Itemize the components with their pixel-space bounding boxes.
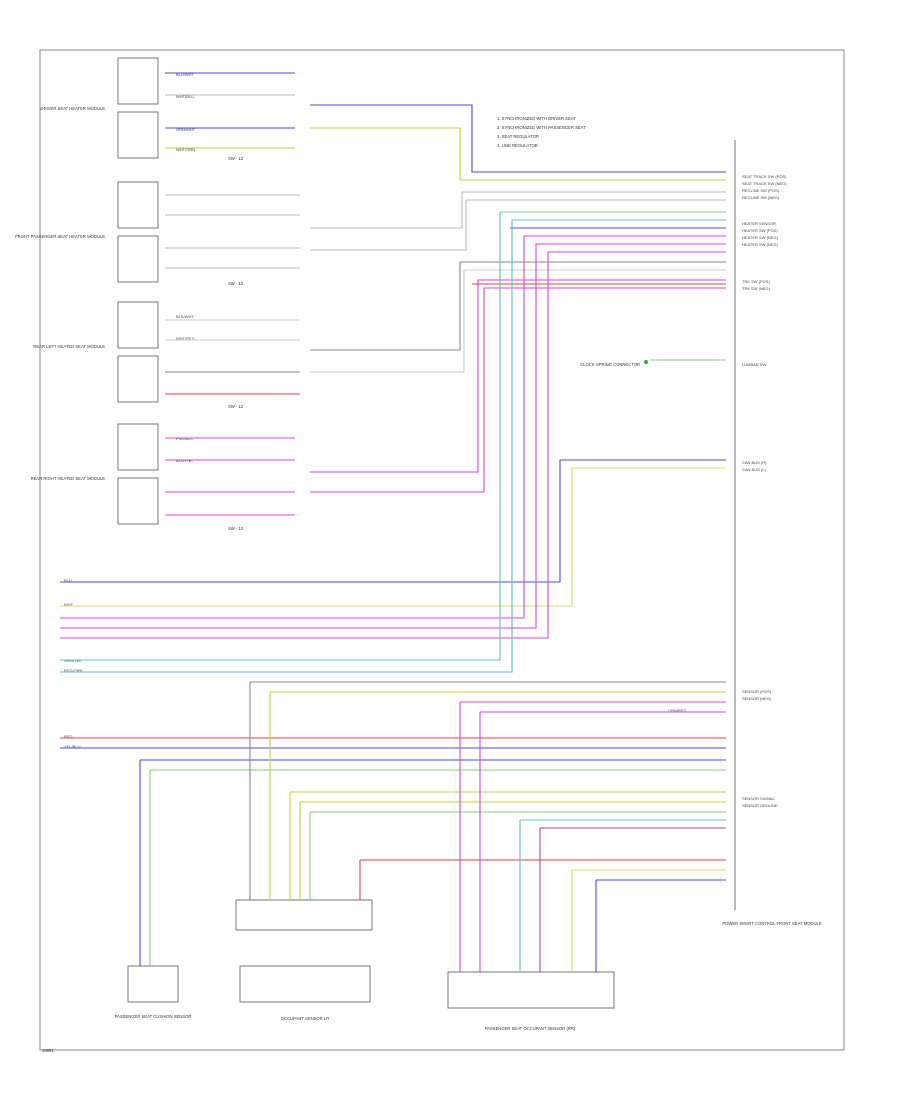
module-pin-label: HEATER SENSOR [742, 221, 776, 226]
legend-item-2: 2. SYNCHRONIZED WITH PASSENGER SEAT [497, 125, 586, 130]
wire [60, 251, 726, 639]
cushion-sensor-label: PASSENGER SEAT CUSHION SENSOR [115, 1014, 192, 1019]
module-pin-label: TRK SW (POS) [742, 279, 770, 284]
wire-label: YEL/BLU [64, 744, 81, 749]
driver-seat-label: DRIVER SEAT HEATER MODULE [41, 106, 106, 111]
wire [60, 219, 726, 673]
wire [310, 199, 726, 251]
occupant-sensor-lr-label: OCCUPANT SENSOR LR [281, 1016, 329, 1021]
wire [60, 212, 501, 661]
module-pin-label: HEATER SW (POS) [742, 228, 778, 233]
wire [310, 261, 726, 351]
wire [310, 127, 726, 181]
legend-item-3: 3. SEAT REGULATOR [497, 134, 539, 139]
smart-control-module: POWER SMART CONTROL FRONT SEAT MODULE SE… [722, 140, 822, 926]
module-pin-label: SENSOR (NEG) [742, 696, 772, 701]
occupant-sensor-lr: OCCUPANT SENSOR LR [235, 899, 373, 1021]
wire [310, 191, 726, 229]
module-pin-label: CAN BUS (H) [742, 460, 767, 465]
wire-label: BLK/WHT [176, 314, 194, 319]
wire [310, 104, 726, 173]
module-pin-label: SENSOR (POS) [742, 689, 772, 694]
module-pin-label: SENSOR GROUND [742, 803, 778, 808]
occupant-sensor-rr: PASSENGER SEAT OCCUPANT SENSOR (RR) [447, 971, 615, 1031]
sw-label-1: SW - 13 [228, 156, 244, 161]
wire [60, 243, 726, 629]
module-pin-label: RECLINE SW (POS) [742, 188, 780, 193]
module-pin-label: SENSOR SIGNAL [742, 796, 775, 801]
legend: 1. SYNCHRONIZED WITH DRIVER SEAT 2. SYNC… [497, 116, 586, 148]
sw-label-4: SW - 13 [228, 526, 244, 531]
wire [310, 287, 726, 493]
wire [310, 269, 726, 373]
front-passenger-seat-label: FRONT PASSENGER SEAT HEATER MODULE [15, 234, 105, 239]
module-pin-label: HEATER SW (NEG) [742, 235, 779, 240]
module-pin-label: TRK SW (NEG) [742, 286, 771, 291]
wire-label: RED [64, 734, 73, 739]
smart-module-label: POWER SMART CONTROL FRONT SEAT MODULE [722, 921, 821, 926]
wire-label: WHT [64, 602, 74, 607]
occupant-sensor-rr-label: PASSENGER SEAT OCCUPANT SENSOR (RR) [485, 1026, 576, 1031]
clock-spring-label: CLOCK SPRING CONNECTOR [580, 362, 640, 367]
module-pin-label: RECLINE SW (NEG) [742, 195, 780, 200]
driver-seat-module: DRIVER SEAT HEATER MODULE SW - 13 [41, 57, 244, 161]
wires [60, 72, 726, 972]
footer-code: 10891 [42, 1048, 54, 1053]
module-pin-label: LUMBAR SW [742, 362, 766, 367]
legend-item-1: 1. SYNCHRONIZED WITH DRIVER SEAT [497, 116, 576, 121]
rear-right-seat-label: REAR RIGHT HEATED SEAT MODULE [31, 476, 106, 481]
sw-label-2: SW - 13 [228, 281, 244, 286]
module-pin-label: SEAT TRACK SW (NEG) [742, 181, 787, 186]
module-pin-label: SEAT TRACK SW (POS) [742, 174, 787, 179]
wire [60, 467, 726, 607]
module-pin-label: HEATER SW (NEG) [742, 242, 779, 247]
clock-spring: CLOCK SPRING CONNECTOR [580, 360, 648, 367]
rear-left-seat-module: REAR LEFT HEATED SEAT MODULE SW - 13 [33, 301, 244, 409]
wire-label: GRN/RED [668, 708, 687, 713]
wire-labels: BLU/WHT WHT/BLU GRN/WHT WHT/GRN BLK/WHT … [64, 72, 687, 749]
wire-label: GRN/WHT [176, 127, 196, 132]
module-pin-labels: SEAT TRACK SW (POS) SEAT TRACK SW (NEG) … [742, 174, 787, 808]
wire-label: RED/GRN [64, 668, 83, 673]
wire-label: WHT/RED [176, 336, 195, 341]
wire-label: BLU/WHT [176, 72, 195, 77]
module-pin-label: CAN BUS (L) [742, 467, 766, 472]
wire [60, 235, 726, 619]
front-passenger-seat-module: FRONT PASSENGER SEAT HEATER MODULE SW - … [15, 181, 244, 286]
wire-label: WHT/BLU [176, 94, 194, 99]
wire [310, 279, 726, 473]
cushion-sensor: PASSENGER SEAT CUSHION SENSOR [115, 965, 192, 1019]
legend-item-4: 4. LINE REGULATOR [497, 143, 538, 148]
rear-left-seat-label: REAR LEFT HEATED SEAT MODULE [33, 344, 105, 349]
sw-label-3: SW - 13 [228, 404, 244, 409]
wire [60, 459, 726, 583]
diagram-frame [39, 49, 845, 1051]
wire-label: WHT/GRN [176, 147, 195, 152]
rear-right-seat-module: REAR RIGHT HEATED SEAT MODULE SW - 13 [31, 423, 244, 531]
wire-label: BLU [64, 578, 72, 583]
